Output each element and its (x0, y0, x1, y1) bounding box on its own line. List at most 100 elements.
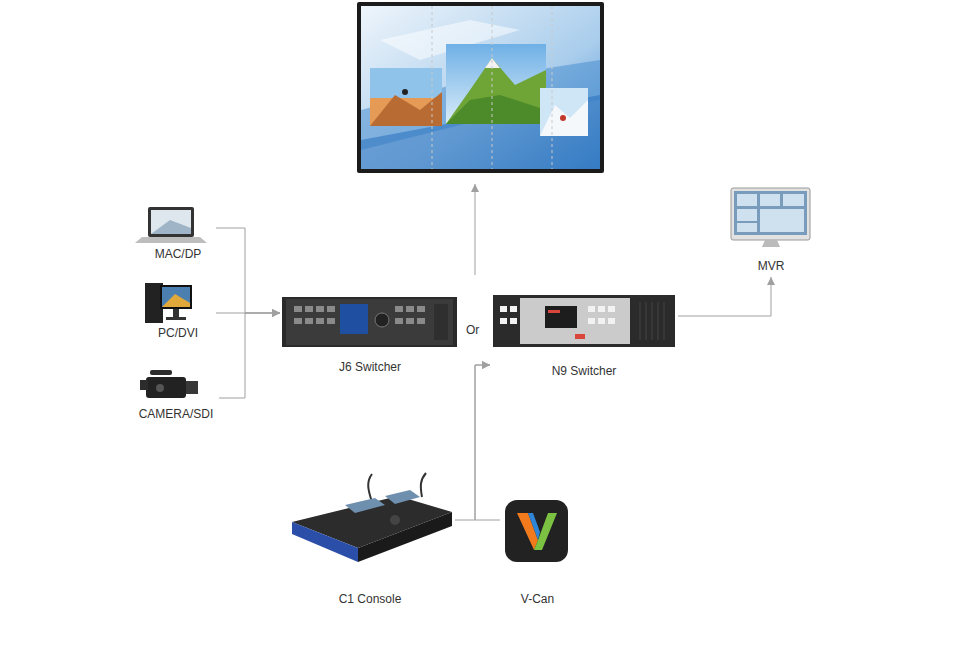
n9-switcher-picture (493, 295, 675, 347)
device-node: MAC/DP (140, 203, 216, 265)
monitor-picture (737, 194, 757, 206)
j6-switcher-picture (286, 299, 453, 345)
monitor-picture (783, 194, 804, 206)
monitor-picture (731, 188, 810, 247)
device-caption: CAMERA/SDI (138, 407, 215, 421)
n9-switcher-picture (608, 318, 615, 324)
device-node: J6 Switcher (280, 293, 460, 378)
pc-picture (145, 283, 192, 323)
signal-arrow (475, 365, 500, 520)
monitor-picture (737, 209, 757, 221)
device-caption: PC/DVI (157, 326, 199, 340)
signal-arrow (219, 313, 280, 398)
n9-switcher-picture (545, 306, 577, 328)
monitor-picture (734, 191, 807, 235)
n9-switcher-picture (500, 318, 507, 324)
device-node: MVR (726, 185, 816, 277)
led-wall (402, 89, 408, 95)
j6-switcher-picture (327, 318, 335, 324)
led-wall (370, 68, 442, 98)
pc-picture (173, 309, 179, 317)
j6-switcher-picture (305, 306, 313, 312)
n9-switcher-picture (588, 306, 595, 312)
console-picture (385, 490, 420, 504)
j6-switcher-picture (327, 306, 335, 312)
led-wall (357, 2, 604, 173)
camera-picture (156, 384, 164, 392)
j6-switcher-picture (395, 318, 403, 324)
monitor-picture (760, 194, 780, 206)
n9-switcher-picture (646, 302, 647, 340)
n9-switcher-picture (575, 334, 585, 339)
led-wall (492, 6, 493, 169)
led-wall (361, 6, 600, 169)
output-arrow (475, 184, 476, 275)
j6-switcher-picture (316, 318, 324, 324)
n9-switcher-picture (588, 318, 595, 324)
switcher-alternative-label: Or (465, 323, 480, 337)
pc-picture (166, 317, 186, 320)
pc-picture (160, 285, 192, 309)
j6-switcher-picture (434, 304, 448, 340)
device-caption: MAC/DP (154, 247, 203, 261)
signal-arrow (216, 228, 280, 313)
laptop-picture (151, 210, 191, 234)
device-caption: V-Can (520, 592, 555, 606)
device-node: N9 Switcher (490, 290, 678, 382)
console-picture (345, 498, 385, 513)
led-wall (446, 44, 546, 124)
device-caption: N9 Switcher (551, 364, 618, 378)
n9-switcher-picture (598, 306, 605, 312)
console-picture (421, 473, 426, 497)
laptop-picture (148, 207, 194, 237)
n9-switcher-picture (520, 298, 630, 344)
pc-picture (162, 294, 190, 307)
monitor-picture (737, 223, 757, 232)
n9-switcher-picture (500, 306, 507, 312)
n9-switcher-picture (548, 310, 560, 313)
j6-switcher-picture (305, 318, 313, 324)
j6-switcher-picture (417, 306, 425, 312)
j6-switcher-picture (395, 306, 403, 312)
console-picture (292, 522, 358, 562)
led-wall (552, 6, 553, 169)
j6-switcher-picture (406, 306, 414, 312)
j6-switcher-picture (294, 318, 302, 324)
n9-switcher-picture (510, 306, 517, 312)
console-picture (292, 473, 452, 562)
n9-switcher-picture (608, 306, 615, 312)
camera-picture (150, 370, 172, 375)
camera-picture (140, 370, 198, 398)
n9-switcher-picture (493, 295, 675, 347)
led-wall (357, 2, 604, 173)
app-icon (505, 500, 568, 562)
device-node: CAMERA/SDI (133, 365, 219, 425)
camera-picture (140, 380, 148, 390)
j6-switcher-picture (316, 306, 324, 312)
device-node: V-Can (500, 497, 575, 610)
monitor-picture (760, 209, 804, 232)
output-arrow (475, 184, 476, 275)
led-wall (560, 115, 566, 121)
j6-switcher-picture (282, 297, 457, 347)
device-caption: C1 Console (338, 592, 403, 606)
laptop-picture (151, 220, 191, 234)
j6-switcher-picture (406, 318, 414, 324)
j6-switcher-picture (340, 304, 368, 334)
app-icon (528, 513, 540, 540)
device-caption: MVR (757, 259, 786, 273)
n9-switcher-picture (598, 318, 605, 324)
led-wall (370, 92, 442, 126)
led-wall (432, 6, 433, 169)
n9-switcher-picture (510, 318, 517, 324)
n9-switcher-picture (652, 302, 653, 340)
n9-switcher-picture (640, 302, 641, 340)
signal-arrow (455, 365, 490, 520)
led-wall (446, 95, 546, 124)
signal-arrow (678, 277, 771, 316)
led-wall (446, 58, 546, 124)
led-wall (540, 88, 588, 136)
console-picture (358, 512, 452, 562)
j6-switcher-picture (417, 318, 425, 324)
camera-picture (186, 381, 198, 394)
